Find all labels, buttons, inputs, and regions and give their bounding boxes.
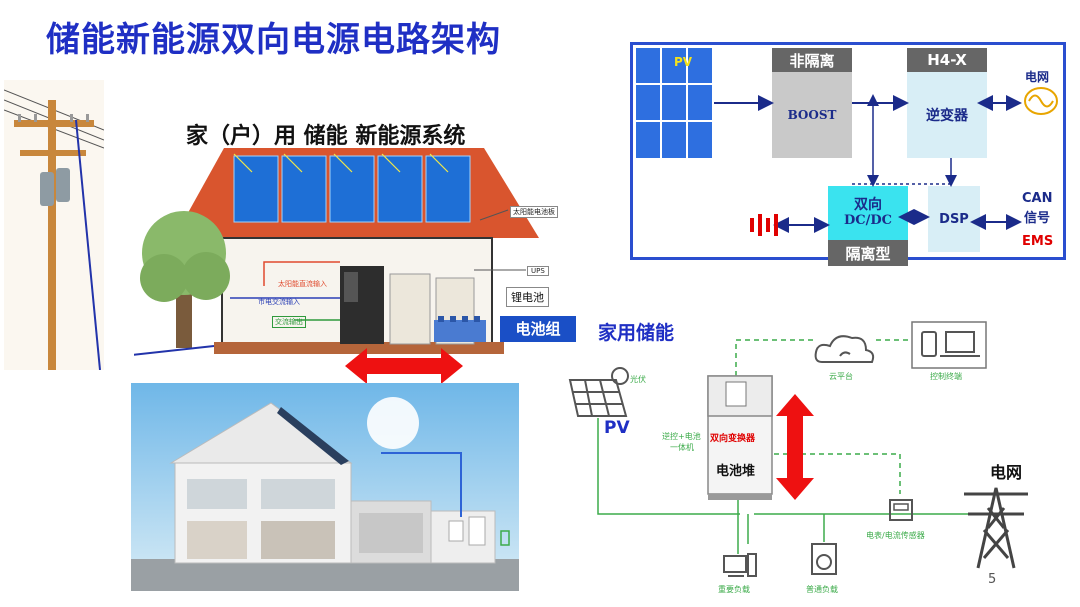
isolated-tag: 隔离型	[828, 240, 908, 266]
bidirectional-red-arrow	[345, 348, 463, 384]
inverter-combo-label-1: 逆控+电池	[662, 432, 701, 441]
ups-label: UPS	[527, 266, 549, 276]
pv-label: PV	[674, 55, 693, 69]
grid-ac-input-label: 市电交流输入	[258, 298, 300, 306]
modern-house-photo	[131, 383, 519, 591]
home-grid-label: 电网	[990, 463, 1023, 482]
inverter-combo-label-2: 一体机	[670, 443, 694, 452]
pv-panel-graphic	[636, 48, 712, 158]
pv-big-label: PV	[604, 418, 630, 438]
h4x-tag: H4-X	[907, 48, 987, 72]
non-isolated-tag: 非隔离	[772, 48, 852, 72]
house-system-heading: 家（户）用 储能 新能源系统	[186, 124, 466, 149]
ems-label: EMS	[1022, 234, 1054, 249]
battery-pack-tag: 电池组	[500, 316, 576, 342]
solar-panel-label: 太阳能电池板	[510, 206, 558, 218]
lithium-battery-label: 锂电池	[506, 287, 549, 307]
bidirectional-converter-label: 双向变换器	[710, 434, 756, 444]
pv-small-label: 光伏	[630, 375, 646, 384]
house-illustration	[134, 148, 539, 356]
architecture-arrows	[714, 94, 1022, 236]
solar-dc-input-label: 太阳能直流输入	[278, 280, 327, 288]
utility-pole-illustration	[4, 80, 104, 370]
dcdc-label: DC/DC	[844, 212, 892, 228]
control-terminal-label: 控制终端	[930, 372, 962, 381]
page-number: 5	[988, 572, 997, 587]
signal-label: 信号	[1024, 211, 1051, 226]
home-storage-title: 家用储能	[598, 322, 675, 344]
inverter-block: 逆变器	[907, 72, 987, 158]
boost-block: BOOST	[772, 72, 852, 158]
normal-load-label: 普通负载	[806, 585, 838, 594]
page-title: 储能新能源双向电源电路架构	[46, 20, 501, 60]
bidirectional-dcdc-block: 双向 DC/DC	[828, 186, 908, 240]
can-label: CAN	[1022, 191, 1053, 206]
cloud-platform-label: 云平台	[829, 372, 853, 381]
ac-output-label: 交流输出	[272, 316, 306, 328]
arch-grid-label: 电网	[1025, 70, 1050, 84]
bidirectional-label: 双向	[854, 197, 882, 214]
critical-load-label: 重要负载	[718, 585, 750, 594]
home-storage-diagram	[568, 321, 1028, 577]
battery-stack-label: 电池堆	[716, 464, 756, 479]
ac-sine-icon	[1024, 87, 1058, 115]
meter-sensor-label: 电表/电流传感器	[866, 531, 925, 540]
